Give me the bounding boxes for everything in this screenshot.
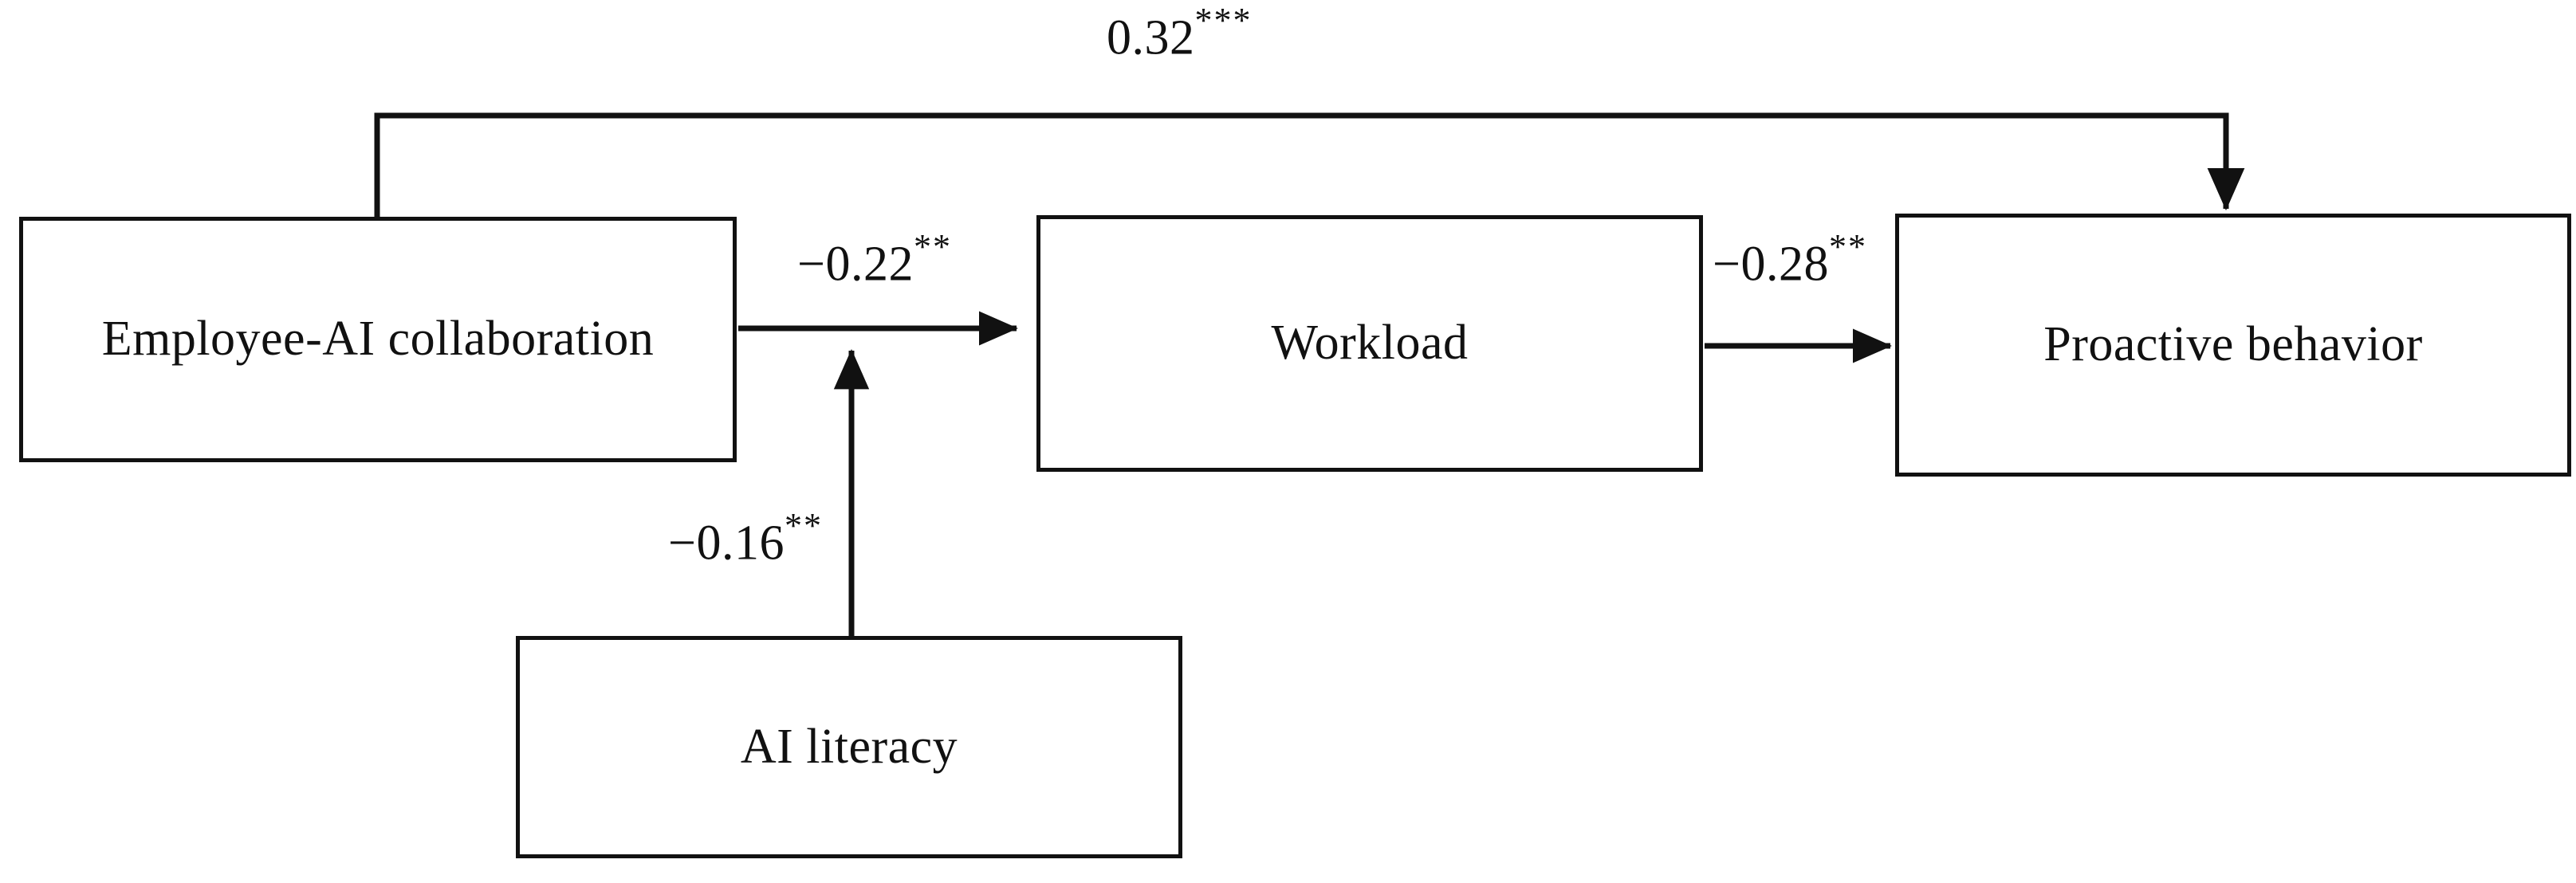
node-ai-literacy[interactable]: AI literacy xyxy=(516,636,1182,858)
node-label-ai-literacy: AI literacy xyxy=(740,719,958,774)
path-coefficient-collab-to-proactive: 0.32 xyxy=(1107,10,1195,65)
node-workload[interactable]: Workload xyxy=(1036,215,1703,472)
path-coefficient-collab-to-workload: −0.22 xyxy=(797,237,914,292)
path-stars-workload-to-proactive: ** xyxy=(1828,227,1867,266)
path-coefficient-ai-literacy-moderation: −0.16 xyxy=(668,516,785,571)
path-label-collab-to-workload: −0.22** xyxy=(797,227,952,293)
path-label-workload-to-proactive: −0.28** xyxy=(1713,227,1867,293)
node-proactive-behavior[interactable]: Proactive behavior xyxy=(1895,214,2571,477)
path-stars-collab-to-proactive: *** xyxy=(1194,1,1253,40)
node-label-employee-ai-collaboration: Employee-AI collaboration xyxy=(101,312,655,367)
node-label-workload: Workload xyxy=(1271,316,1469,371)
path-stars-collab-to-workload: ** xyxy=(913,227,952,266)
path-label-ai-literacy-moderation: −0.16** xyxy=(668,506,823,572)
edge-collab-to-proactive xyxy=(374,112,2245,217)
node-label-proactive-behavior: Proactive behavior xyxy=(2043,317,2423,372)
node-employee-ai-collaboration[interactable]: Employee-AI collaboration xyxy=(19,217,737,462)
path-stars-ai-literacy-moderation: ** xyxy=(784,506,823,545)
path-label-collab-to-proactive: 0.32*** xyxy=(1107,1,1253,67)
path-coefficient-workload-to-proactive: −0.28 xyxy=(1713,237,1829,292)
